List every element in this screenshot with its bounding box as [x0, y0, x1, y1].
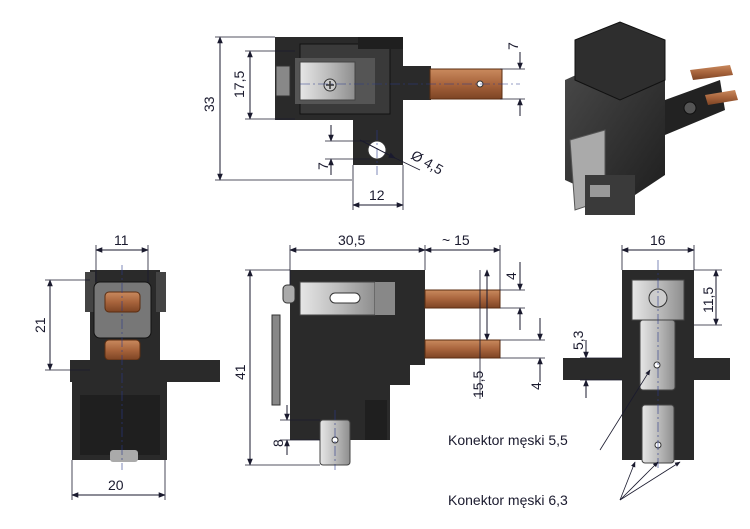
dim-right-width: 16	[650, 232, 666, 248]
label-connector-55: Konektor męski 5,5	[448, 432, 568, 448]
side-view-dimensions: 30,5 ~ 15 4 4 15,5 41 8	[232, 232, 545, 466]
dim-right-top: 11,5	[700, 287, 716, 313]
dim-left-height: 21	[32, 317, 48, 333]
dim-top-width: 12	[369, 187, 385, 203]
dim-left-bottom-width: 20	[108, 477, 124, 493]
dim-top-inner: 17,5	[231, 71, 247, 98]
dim-hole-dia: Ø 4,5	[409, 147, 447, 178]
side-view	[271, 270, 501, 470]
dim-mid-pin-thk2: 4	[528, 382, 544, 390]
dim-top-height: 33	[201, 96, 217, 112]
isometric-view	[565, 21, 738, 215]
dim-mid-height: 41	[232, 364, 248, 380]
label-connector-63: Konektor męski 6,3	[448, 492, 568, 508]
dim-top-hole-offset: 7	[315, 162, 331, 170]
dim-mid-pin-thk: 4	[503, 272, 519, 280]
dim-top-pin: 7	[505, 42, 521, 50]
dim-mid-conn-w: 8	[270, 439, 286, 447]
dim-mid-pin-gap: 15,5	[470, 371, 486, 398]
dim-left-top-width: 11	[114, 232, 129, 248]
dim-mid-width: 30,5	[338, 232, 365, 248]
top-view	[275, 37, 520, 175]
dim-mid-pin-len: ~ 15	[442, 232, 470, 248]
left-view	[70, 265, 220, 470]
end-view-dimensions: 16 11,5 5,3	[570, 232, 722, 501]
end-view	[563, 260, 730, 470]
left-view-dimensions: 11 21 20	[32, 232, 166, 500]
dim-right-conn: 5,3	[570, 330, 586, 350]
